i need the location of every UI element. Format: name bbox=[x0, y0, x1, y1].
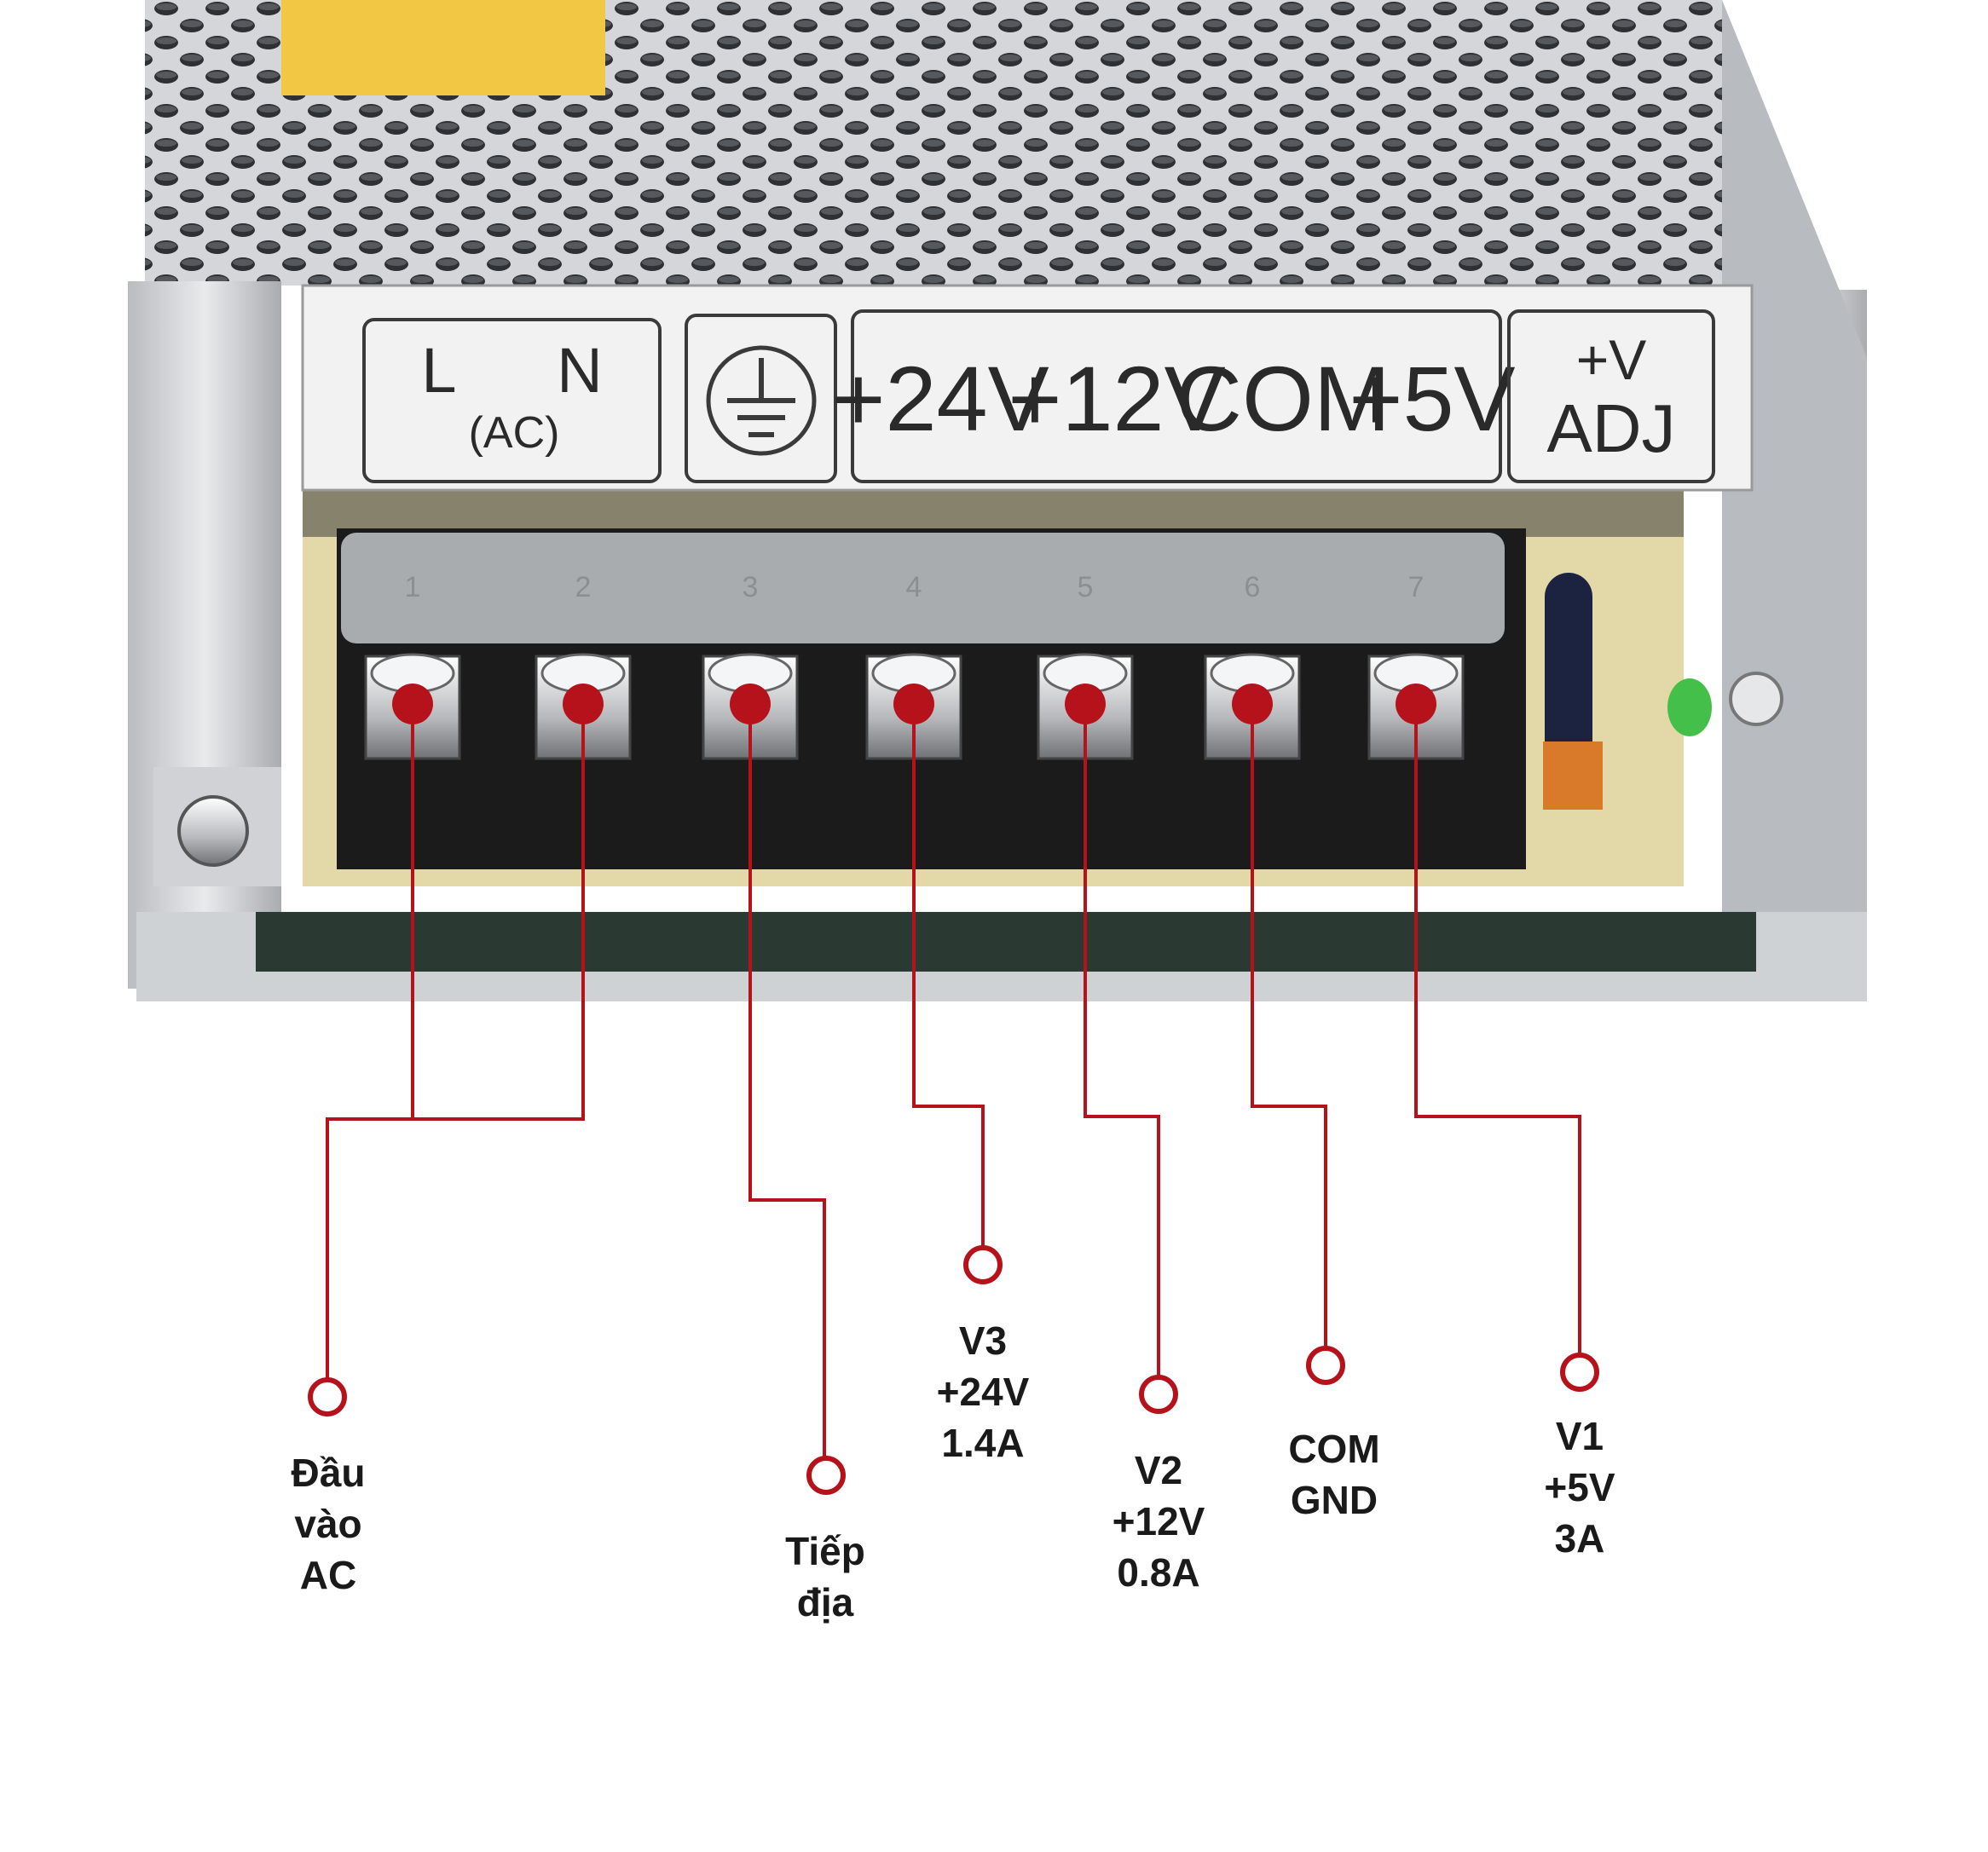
adj-potentiometer[interactable] bbox=[1543, 741, 1603, 810]
caption-line: 0.8A bbox=[1117, 1550, 1200, 1595]
caption-line: COM bbox=[1288, 1427, 1380, 1471]
marker-v3 bbox=[963, 1245, 1003, 1284]
caption-line: địa bbox=[796, 1580, 854, 1624]
terminal-dot-7 bbox=[1396, 684, 1436, 724]
warning-sticker bbox=[281, 0, 605, 95]
callout-markers bbox=[308, 1245, 1599, 1495]
caption-ground: Tiếp địa bbox=[757, 1526, 893, 1628]
terminal-number-3: 3 bbox=[743, 571, 759, 603]
label-plate: L N (AC) +24V +12V COM +5V +V ADJ bbox=[301, 284, 1754, 492]
caption-line: 3A bbox=[1554, 1516, 1605, 1561]
caption-v2: V2 +12V 0.8A bbox=[1082, 1445, 1235, 1598]
caption-line: +24V bbox=[936, 1370, 1030, 1414]
terminal-number-2: 2 bbox=[575, 571, 592, 603]
terminal-dot-2 bbox=[563, 684, 604, 724]
terminal-number-7: 7 bbox=[1408, 571, 1425, 603]
terminal-dot-3 bbox=[730, 684, 771, 724]
caption-line: Tiếp bbox=[785, 1529, 865, 1573]
terminal-dot-1 bbox=[392, 684, 433, 724]
leader-v2 bbox=[1084, 704, 1160, 1376]
caption-line: GND bbox=[1290, 1478, 1378, 1522]
label-adj: ADJ bbox=[1546, 390, 1675, 466]
label-plus-v: +V bbox=[1576, 328, 1647, 391]
caption-ac-input: Đầu vào AC bbox=[264, 1447, 392, 1601]
terminal-number-5: 5 bbox=[1078, 571, 1094, 603]
leader-ground bbox=[748, 704, 826, 1457]
status-led bbox=[1667, 678, 1712, 736]
label-ac: (AC) bbox=[469, 408, 560, 458]
terminal-dot-6 bbox=[1232, 684, 1273, 724]
marker-ground bbox=[806, 1456, 846, 1495]
ground-icon bbox=[706, 345, 817, 456]
caption-line: +12V bbox=[1112, 1499, 1205, 1543]
marker-v1 bbox=[1560, 1353, 1599, 1392]
label-5v: +5V bbox=[1349, 347, 1515, 450]
callout-lines bbox=[326, 704, 1581, 1457]
marker-v2 bbox=[1139, 1375, 1178, 1414]
caption-line: +5V bbox=[1544, 1465, 1615, 1509]
label-24v: +24V bbox=[831, 347, 1049, 450]
marker-com bbox=[1306, 1346, 1345, 1385]
terminal-dot-5 bbox=[1065, 684, 1106, 724]
label-n: N bbox=[557, 335, 602, 406]
terminal-dot-4 bbox=[893, 684, 934, 724]
right-bevel bbox=[1722, 0, 1867, 1001]
lower-board bbox=[256, 912, 1756, 972]
terminal-number-6: 6 bbox=[1245, 571, 1261, 603]
caption-line: AC bbox=[299, 1553, 357, 1597]
ac-input-box bbox=[362, 318, 662, 483]
leader-v1 bbox=[1414, 704, 1581, 1355]
caption-v3: V3 +24V 1.4A bbox=[906, 1315, 1060, 1468]
leader-ac-n bbox=[326, 704, 585, 1379]
label-12v: +12V bbox=[1008, 347, 1225, 450]
caption-line: V3 bbox=[958, 1318, 1008, 1363]
clear-cover bbox=[341, 533, 1505, 643]
label-l: L bbox=[421, 335, 456, 406]
terminal-number-4: 4 bbox=[906, 571, 922, 603]
marker-ac-input bbox=[308, 1377, 347, 1416]
caption-line: 1.4A bbox=[941, 1421, 1025, 1465]
caption-line: V2 bbox=[1134, 1448, 1183, 1492]
terminal-number-1: 1 bbox=[405, 571, 421, 603]
terminal-dots bbox=[392, 684, 1436, 724]
caption-line: V1 bbox=[1555, 1414, 1604, 1458]
caption-line: vào bbox=[294, 1502, 362, 1546]
caption-com: COM GND bbox=[1257, 1423, 1411, 1526]
caption-v1: V1 +5V 3A bbox=[1511, 1411, 1648, 1564]
label-com: COM bbox=[1176, 347, 1390, 450]
ground-screw bbox=[153, 767, 281, 886]
outputs-box bbox=[851, 309, 1502, 483]
adj-box bbox=[1507, 309, 1715, 483]
caption-line: Đầu bbox=[291, 1451, 366, 1495]
terminal-screw-3 bbox=[702, 653, 799, 760]
leader-v3 bbox=[912, 704, 985, 1246]
ground-box bbox=[685, 314, 837, 483]
leader-com bbox=[1251, 704, 1327, 1349]
